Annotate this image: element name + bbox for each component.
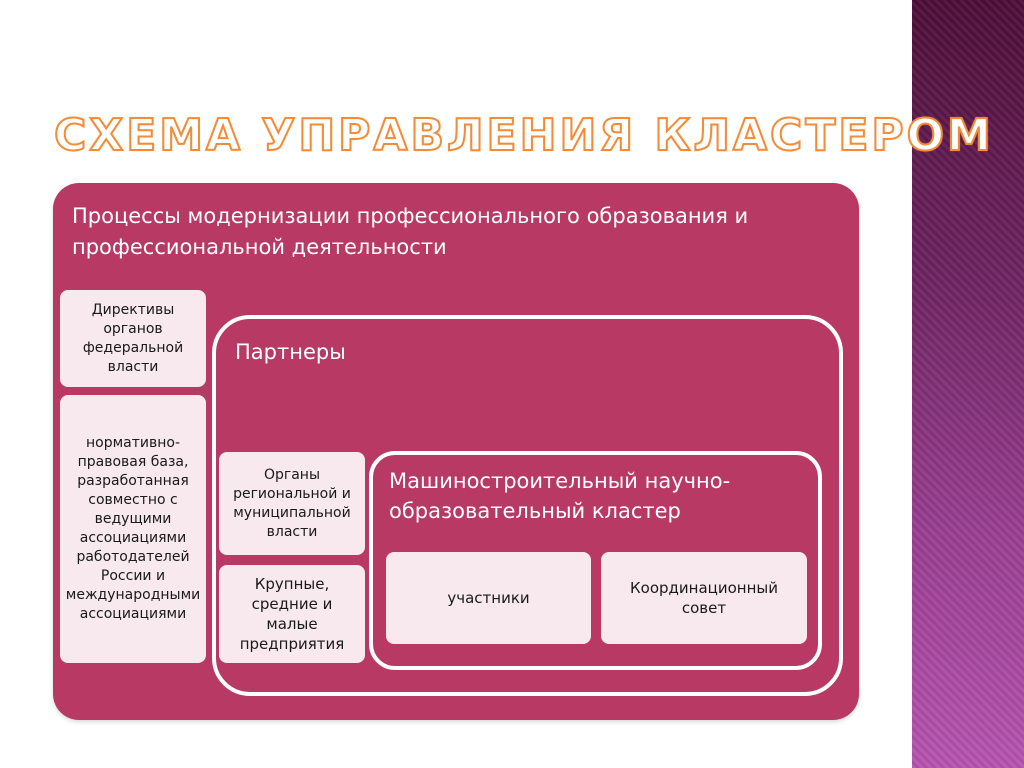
cluster-frame xyxy=(369,451,822,670)
regional-authorities-box: Органы региональной и муниципальной влас… xyxy=(219,452,365,555)
participants-label: участники xyxy=(447,589,530,607)
participants-box: участники xyxy=(386,552,591,644)
coordination-council-box: Координационный совет xyxy=(601,552,807,644)
cluster-label: Машиностроительный научно-образовательны… xyxy=(389,469,731,523)
decorative-side-strip xyxy=(912,0,1024,768)
modernization-processes-label: Процессы модернизации профессионального … xyxy=(72,204,749,259)
partners-frame xyxy=(212,315,843,696)
enterprises-label: Крупные, средние и малые предприятия xyxy=(239,575,345,653)
normative-base-label: нормативно-правовая база, разработанная … xyxy=(65,435,201,622)
federal-directives-label: Директивы органов федеральной власти xyxy=(82,301,184,375)
coordination-council-label: Координационный совет xyxy=(630,579,778,617)
federal-directives-box: Директивы органов федеральной власти xyxy=(60,290,206,387)
partners-label: Партнеры xyxy=(235,340,346,364)
regional-authorities-label: Органы региональной и муниципальной влас… xyxy=(233,466,351,540)
enterprises-box: Крупные, средние и малые предприятия xyxy=(219,565,365,663)
slide-title: СХЕМА УПРАВЛЕНИЯ КЛАСТЕРОМ xyxy=(53,109,994,162)
normative-base-box: нормативно-правовая база, разработанная … xyxy=(60,395,206,663)
